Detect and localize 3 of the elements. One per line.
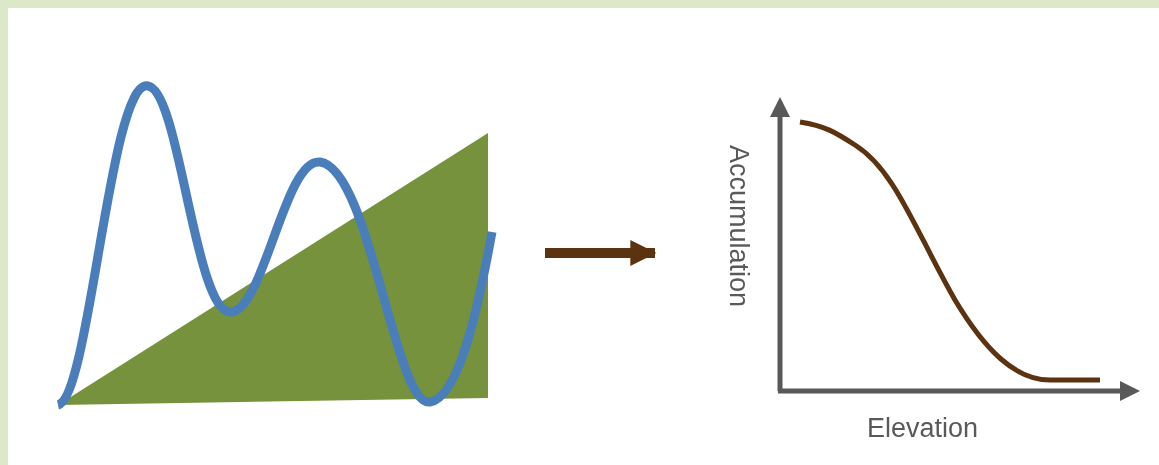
arrow [545,240,657,266]
axis-title: Accumulation [723,145,754,308]
axis-title: Elevation [867,413,979,444]
